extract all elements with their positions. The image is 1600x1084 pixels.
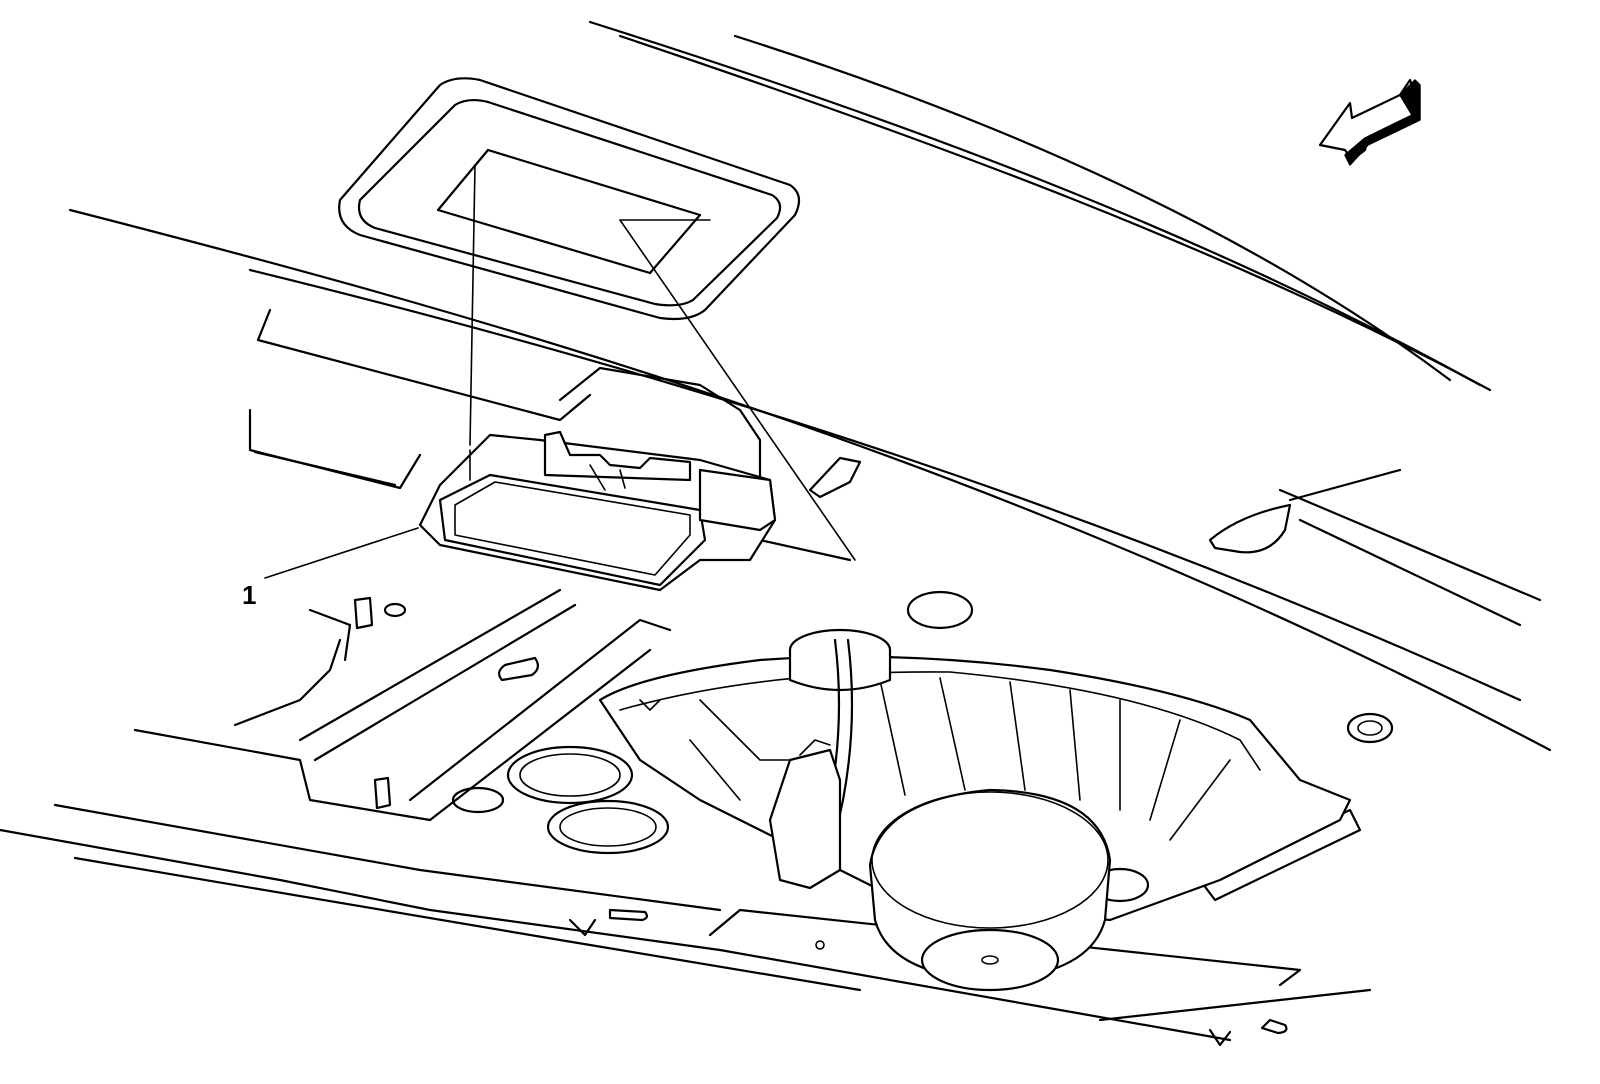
callout-1: 1 — [242, 527, 419, 610]
callout-label-1: 1 — [242, 580, 256, 610]
wire-harness — [768, 638, 854, 890]
speaker-assembly — [598, 628, 1352, 992]
body-contour-lines — [68, 20, 1552, 752]
direction-arrow-icon — [1318, 78, 1421, 166]
guide-lines — [469, 164, 856, 561]
round-bezels — [506, 745, 670, 855]
holes-and-clips — [353, 590, 1394, 1047]
lower-trim-panels — [0, 588, 1372, 1042]
lamp-assembly — [418, 430, 777, 592]
roof-opening — [338, 77, 801, 321]
